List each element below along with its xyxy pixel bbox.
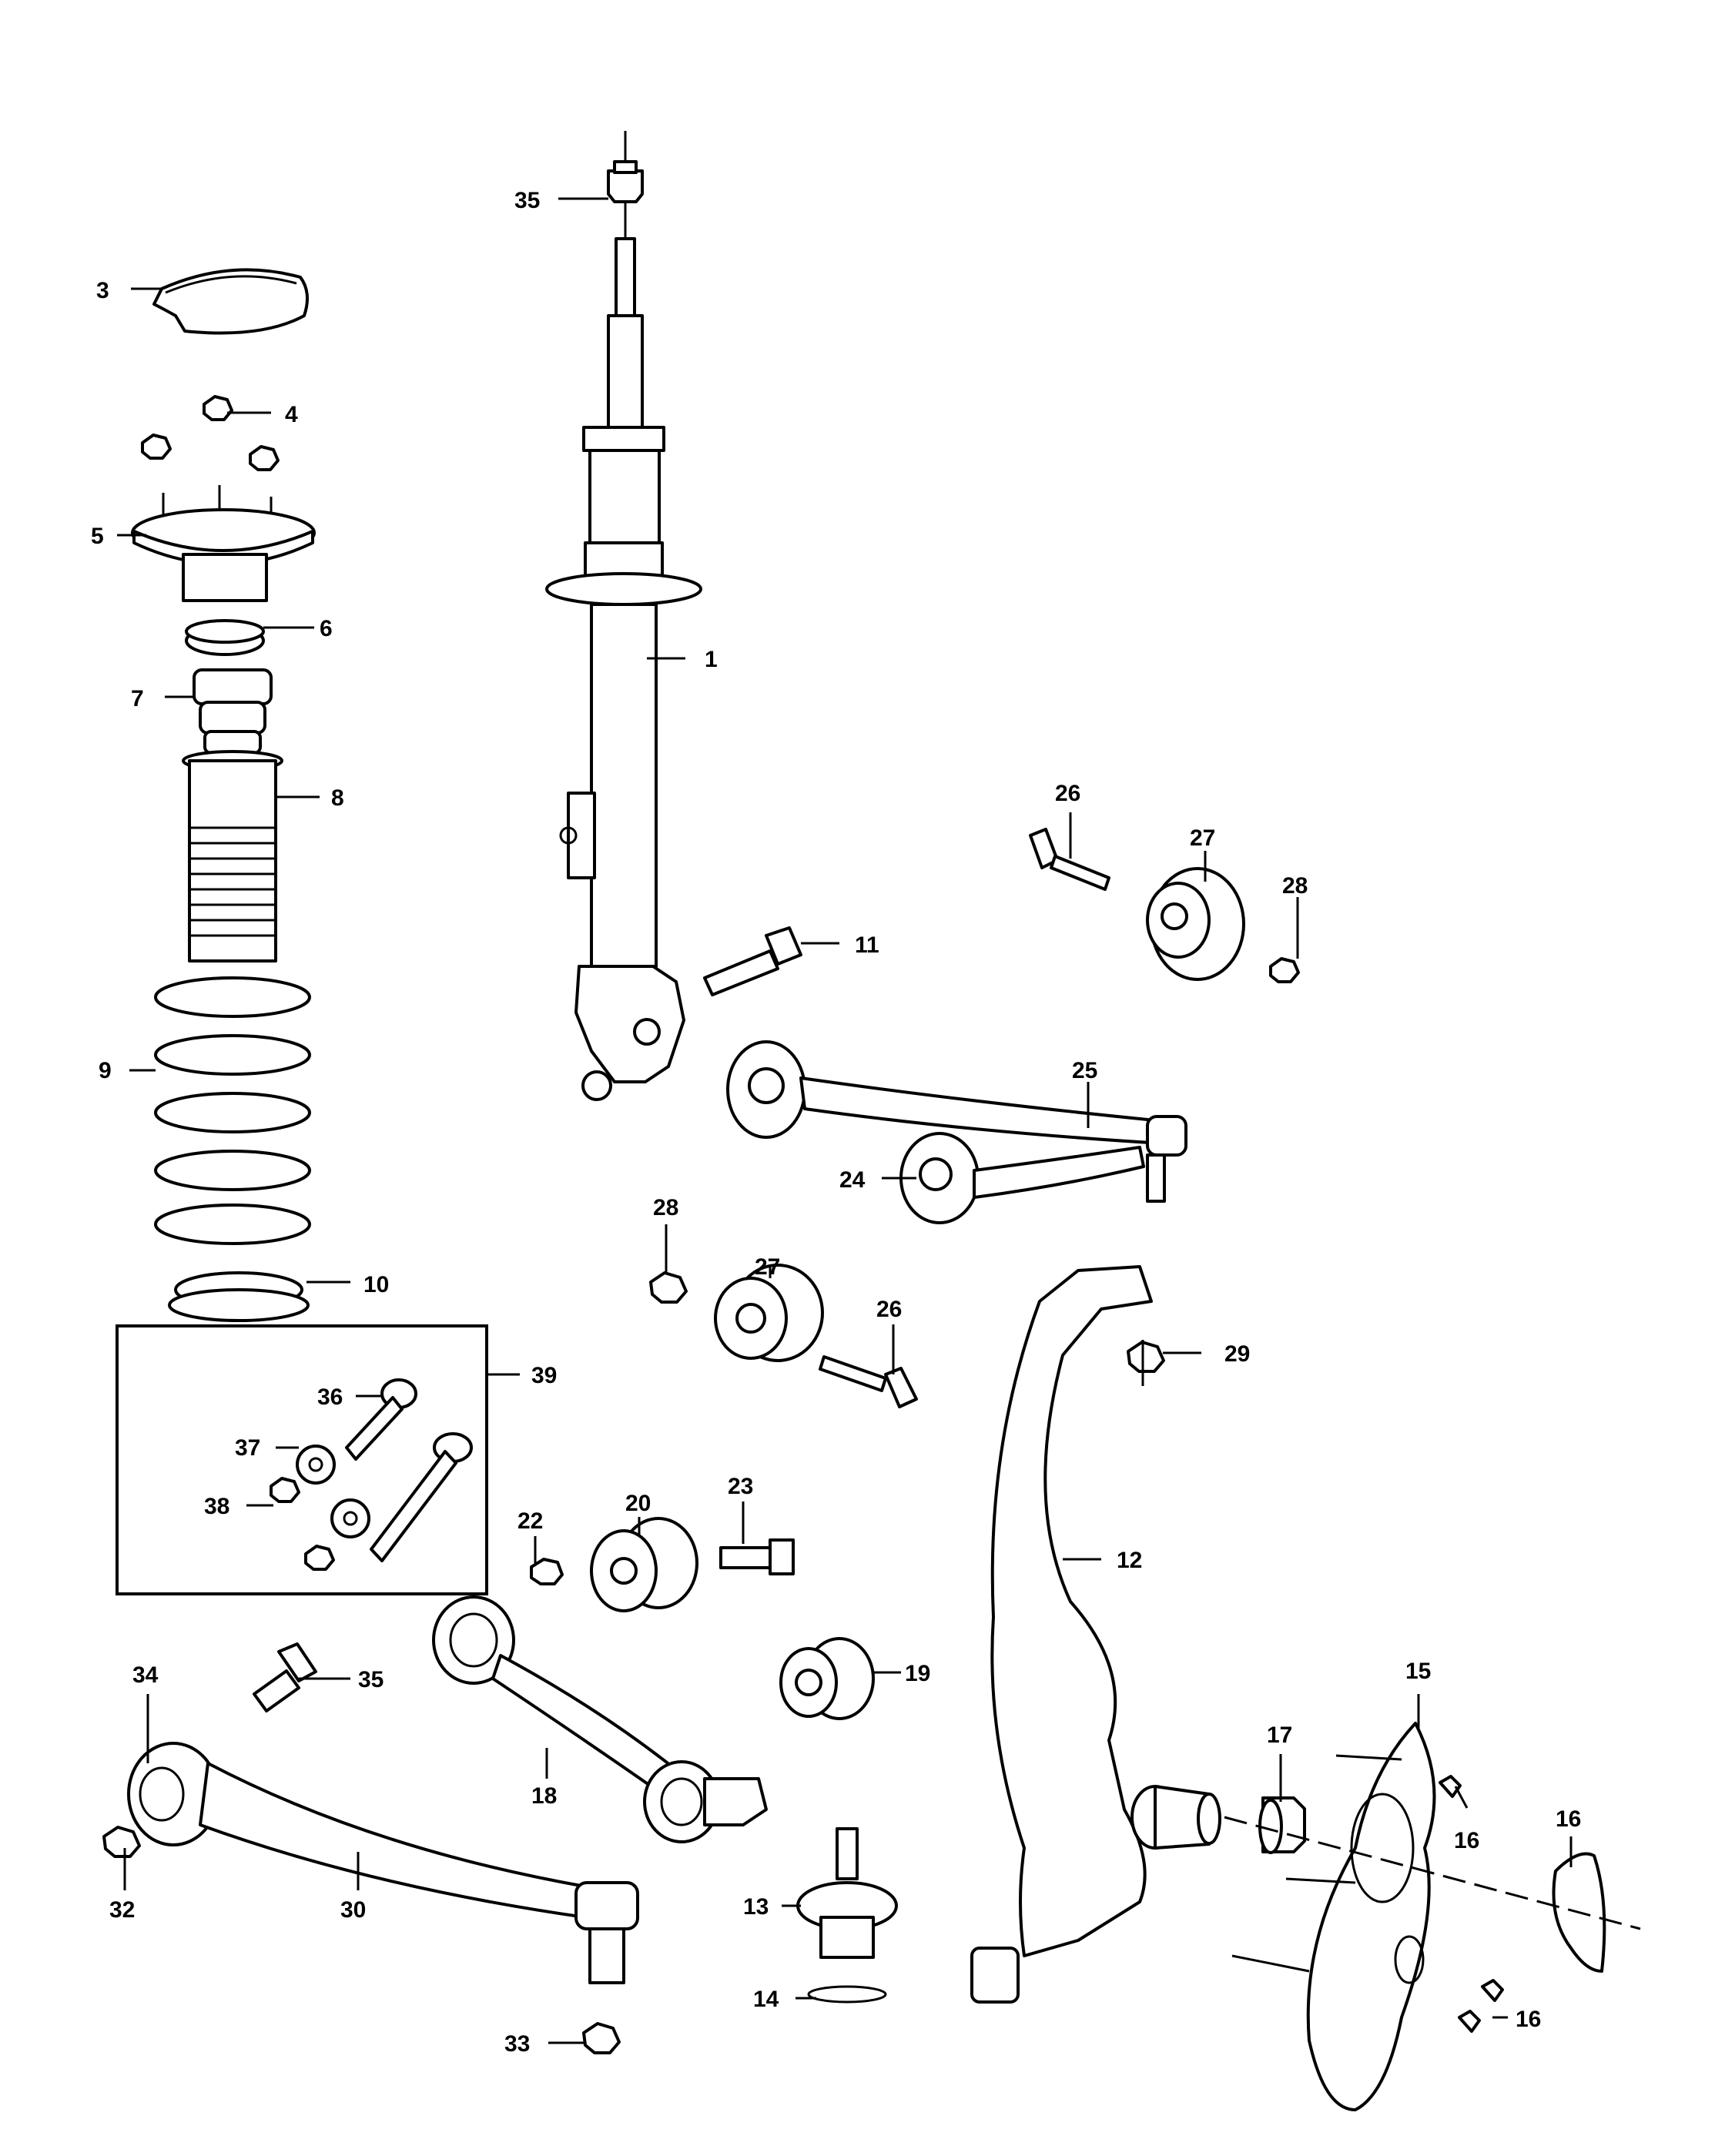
part-14-snap-ring (807, 1985, 887, 2004)
callout-20: 20 (625, 1491, 651, 1516)
part-5-upper-mount (131, 485, 316, 602)
callout-13: 13 (743, 1894, 769, 1920)
part-26-bolt-upper (1029, 828, 1110, 891)
part-1-strut (545, 237, 702, 1101)
callout-26-upper: 26 (1055, 781, 1080, 806)
callout-17: 17 (1267, 1722, 1292, 1748)
part-30-lower-arm (127, 1742, 639, 1984)
part-15-splash-shield (1306, 1722, 1436, 2111)
callout-18: 16 (1556, 1806, 1581, 1832)
callout-5: 5 (91, 524, 104, 549)
callout-25: 25 (1072, 1058, 1097, 1083)
part-4-nuts (141, 395, 280, 471)
callout-12: 12 (1117, 1548, 1142, 1573)
callout-39: 39 (531, 1363, 557, 1388)
callout-7: 7 (131, 686, 144, 711)
part-25-upper-arm (726, 1040, 1187, 1203)
callout-22: 22 (518, 1508, 543, 1534)
part-24-upper-arm-bushing (899, 1132, 1145, 1224)
callout-33: 36 (317, 1384, 343, 1410)
callout-29: 29 (1224, 1341, 1250, 1367)
callout-24: 24 (839, 1167, 866, 1193)
callout-16-upper: 16 (1454, 1828, 1479, 1853)
part-16-bolts (1439, 1775, 1504, 2033)
callout-21: 19 (905, 1661, 930, 1686)
callout-8: 8 (331, 785, 344, 811)
part-6-bearing (185, 619, 265, 656)
part-22-nut (530, 1558, 564, 1585)
callout-27-lower: 27 (755, 1254, 780, 1280)
part-17-hub-nut (1258, 1796, 1306, 1854)
callout-32-bottom: 33 (504, 2031, 530, 2057)
callout-38: 35 (358, 1667, 384, 1692)
callout-10: 10 (363, 1272, 389, 1297)
part-27-bushing-upper (1146, 867, 1245, 981)
part-28-nut-lower (649, 1271, 688, 1304)
callout-1: 1 (705, 647, 718, 672)
part-12-knuckle (970, 1265, 1221, 2004)
part-11-bolt (703, 926, 802, 996)
callout-30: 30 (340, 1897, 366, 1923)
callout-11: 11 (855, 932, 879, 958)
part-19-tension-strut (432, 1595, 768, 1843)
callout-9: 9 (99, 1058, 112, 1083)
part-13-ball-joint (796, 1827, 898, 1959)
part-27-bushing-lower (714, 1264, 824, 1362)
part-3-cap (152, 268, 309, 335)
part-9-coil-spring (154, 976, 311, 1245)
part-10-lower-isolator (168, 1271, 310, 1322)
callout-4: 4 (285, 402, 298, 427)
part-20-bushing (590, 1517, 698, 1612)
callout-labels: 35 3 4 5 6 7 8 9 10 1 11 26 27 28 25 24 … (91, 188, 1581, 2057)
callout-37: 35 (514, 188, 540, 213)
callout-16-lower: 16 (1516, 2007, 1541, 2032)
part-8-dust-boot (182, 750, 283, 962)
callout-3: 3 (96, 278, 109, 303)
part-28-nut-upper (1269, 957, 1300, 983)
leader-lines (117, 197, 1641, 2044)
part-29-nut (1127, 1340, 1165, 1386)
callout-26-lower: 26 (876, 1297, 902, 1322)
part-23-bolt (719, 1538, 795, 1575)
callout-14: 14 (753, 1987, 779, 2012)
callout-34: 37 (235, 1435, 260, 1461)
part-32-nuts (102, 1826, 621, 2054)
part-21-bushing (779, 1637, 875, 1720)
callout-27-upper: 27 (1190, 825, 1215, 851)
callout-6: 6 (320, 616, 333, 641)
part-38-bolt (253, 1642, 317, 1712)
callout-28-lower: 28 (653, 1195, 678, 1220)
part-26-bolt-lower (819, 1355, 918, 1408)
callout-32-left: 32 (109, 1897, 135, 1923)
part-7-bumper (193, 668, 273, 755)
callout-28-upper: 28 (1282, 873, 1308, 899)
callout-15: 15 (1405, 1659, 1431, 1684)
callout-35: 38 (204, 1494, 229, 1519)
callout-36: 34 (132, 1662, 159, 1688)
part-37-nut (607, 131, 644, 239)
callout-23: 23 (728, 1474, 753, 1499)
callout-19: 18 (531, 1783, 557, 1809)
kit-box-39 (116, 1324, 488, 1595)
